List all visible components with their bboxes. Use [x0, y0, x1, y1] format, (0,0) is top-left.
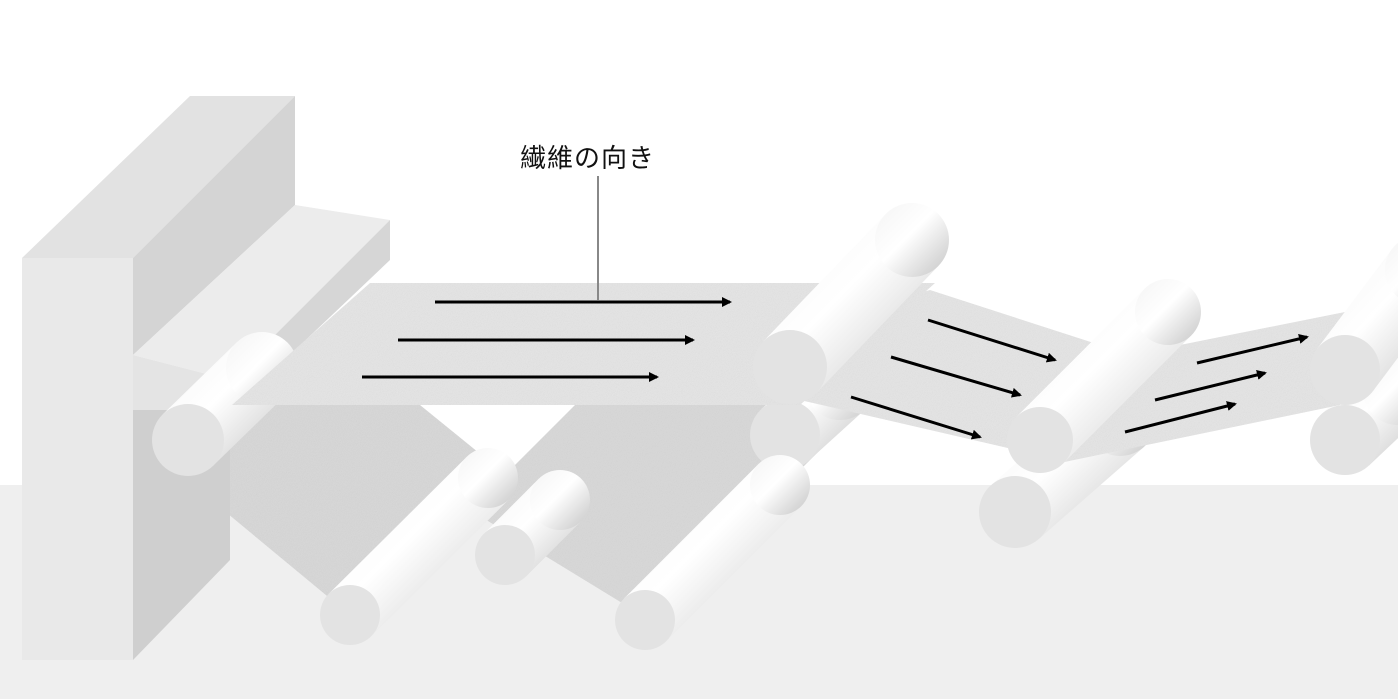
fiber-arrow: [1154, 370, 1267, 402]
roller: [475, 470, 590, 585]
felt: [175, 405, 830, 620]
fiber-arrow: [1196, 333, 1309, 365]
roller: [753, 203, 949, 404]
fiber-direction-label: 繊維の向き: [520, 144, 656, 174]
roller: [320, 448, 518, 645]
fiber-arrow: [927, 318, 1057, 363]
fiber-arrow: [890, 355, 1022, 398]
fiber-direction-arrows: [362, 297, 1309, 440]
roller: [1310, 242, 1398, 405]
roller: [615, 455, 810, 650]
headbox: [22, 96, 390, 660]
fiber-arrow: [1124, 401, 1237, 434]
roller: [1007, 279, 1201, 473]
fiber-arrow: [850, 395, 982, 440]
roller: [1310, 355, 1398, 475]
roller: [152, 332, 298, 476]
